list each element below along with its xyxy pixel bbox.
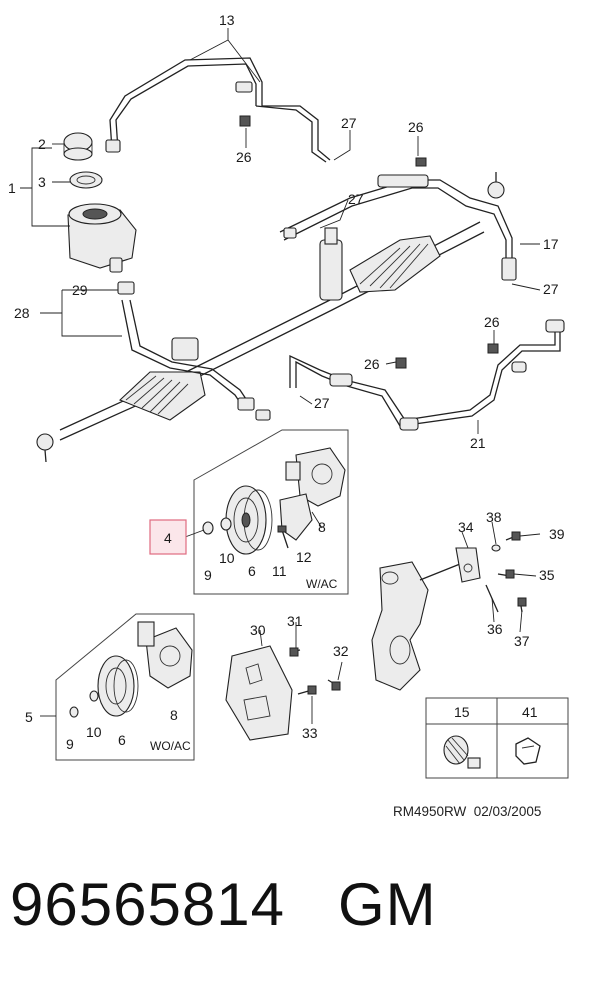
callout-30: 30: [250, 622, 266, 638]
reservoir-seal-3: [69, 171, 103, 189]
callout-8-a: 8: [318, 519, 326, 535]
callout-1: 1: [8, 180, 16, 196]
callout-37: 37: [514, 633, 530, 649]
with-ac-box: [193, 429, 349, 595]
steering-rack: [36, 172, 505, 463]
callout-26-b: 26: [408, 119, 424, 135]
callout-38: 38: [486, 509, 502, 525]
callout-31: 31: [287, 613, 303, 629]
callout-12: 12: [296, 549, 312, 565]
callout-26-d: 26: [364, 356, 380, 372]
callout-4[interactable]: 4: [164, 530, 172, 546]
bracket-30: [225, 645, 341, 741]
callout-39: 39: [549, 526, 565, 542]
callout-21: 21: [470, 435, 486, 451]
legend-header-15: 15: [454, 704, 470, 720]
callout-3: 3: [38, 174, 46, 190]
callout-27-d: 27: [314, 395, 330, 411]
hose-28: [117, 281, 271, 421]
callout-6-a: 6: [248, 563, 256, 579]
pipe-21: [289, 319, 565, 431]
callout-6-b: 6: [118, 732, 126, 748]
callout-2: 2: [38, 136, 46, 152]
mount-bracket: [371, 531, 527, 691]
return-hose-13: [105, 57, 331, 163]
highlighted-callout-box[interactable]: [149, 519, 187, 555]
bolt-26-c: [487, 343, 499, 354]
legend-box: [425, 697, 569, 779]
callout-9-a: 9: [204, 567, 212, 583]
callout-33: 33: [302, 725, 318, 741]
bolt-26-d: [395, 357, 407, 369]
callout-8-b: 8: [170, 707, 178, 723]
callout-10-a: 10: [219, 550, 235, 566]
bolt-26-a: [239, 115, 251, 127]
leader-lines: [20, 28, 541, 724]
callout-35: 35: [539, 567, 555, 583]
callout-9-b: 9: [66, 736, 74, 752]
callout-27-b: 27: [348, 191, 364, 207]
callout-28: 28: [14, 305, 30, 321]
callout-13: 13: [219, 12, 235, 28]
bolt-26-b: [415, 157, 427, 167]
callout-labels: 13 2 3 1 26 27 26 27 17 27 29 28 26 26 2…: [8, 12, 565, 753]
legend-header-41: 41: [522, 704, 538, 720]
callout-36: 36: [487, 621, 503, 637]
callout-26-c: 26: [484, 314, 500, 330]
pressure-hose-17: [279, 174, 517, 281]
callout-27-c: 27: [543, 281, 559, 297]
callout-29: 29: [72, 282, 88, 298]
callout-32: 32: [333, 643, 349, 659]
with-ac-label: W/AC: [306, 577, 338, 591]
callout-10-b: 10: [86, 724, 102, 740]
callout-11: 11: [272, 563, 287, 579]
callout-26-a: 26: [236, 149, 252, 165]
part-number: 96565814 GM: [10, 871, 437, 938]
callout-5: 5: [25, 709, 33, 725]
reservoir-assembly: [67, 203, 137, 273]
diagram-code: RM4950RW 02/03/2005: [393, 804, 542, 819]
reservoir-cap-2: [63, 132, 93, 161]
callout-27-a: 27: [341, 115, 357, 131]
without-ac-label: WO/AC: [150, 739, 191, 753]
without-ac-box: [55, 613, 195, 761]
callout-17: 17: [543, 236, 559, 252]
callout-34: 34: [458, 519, 474, 535]
